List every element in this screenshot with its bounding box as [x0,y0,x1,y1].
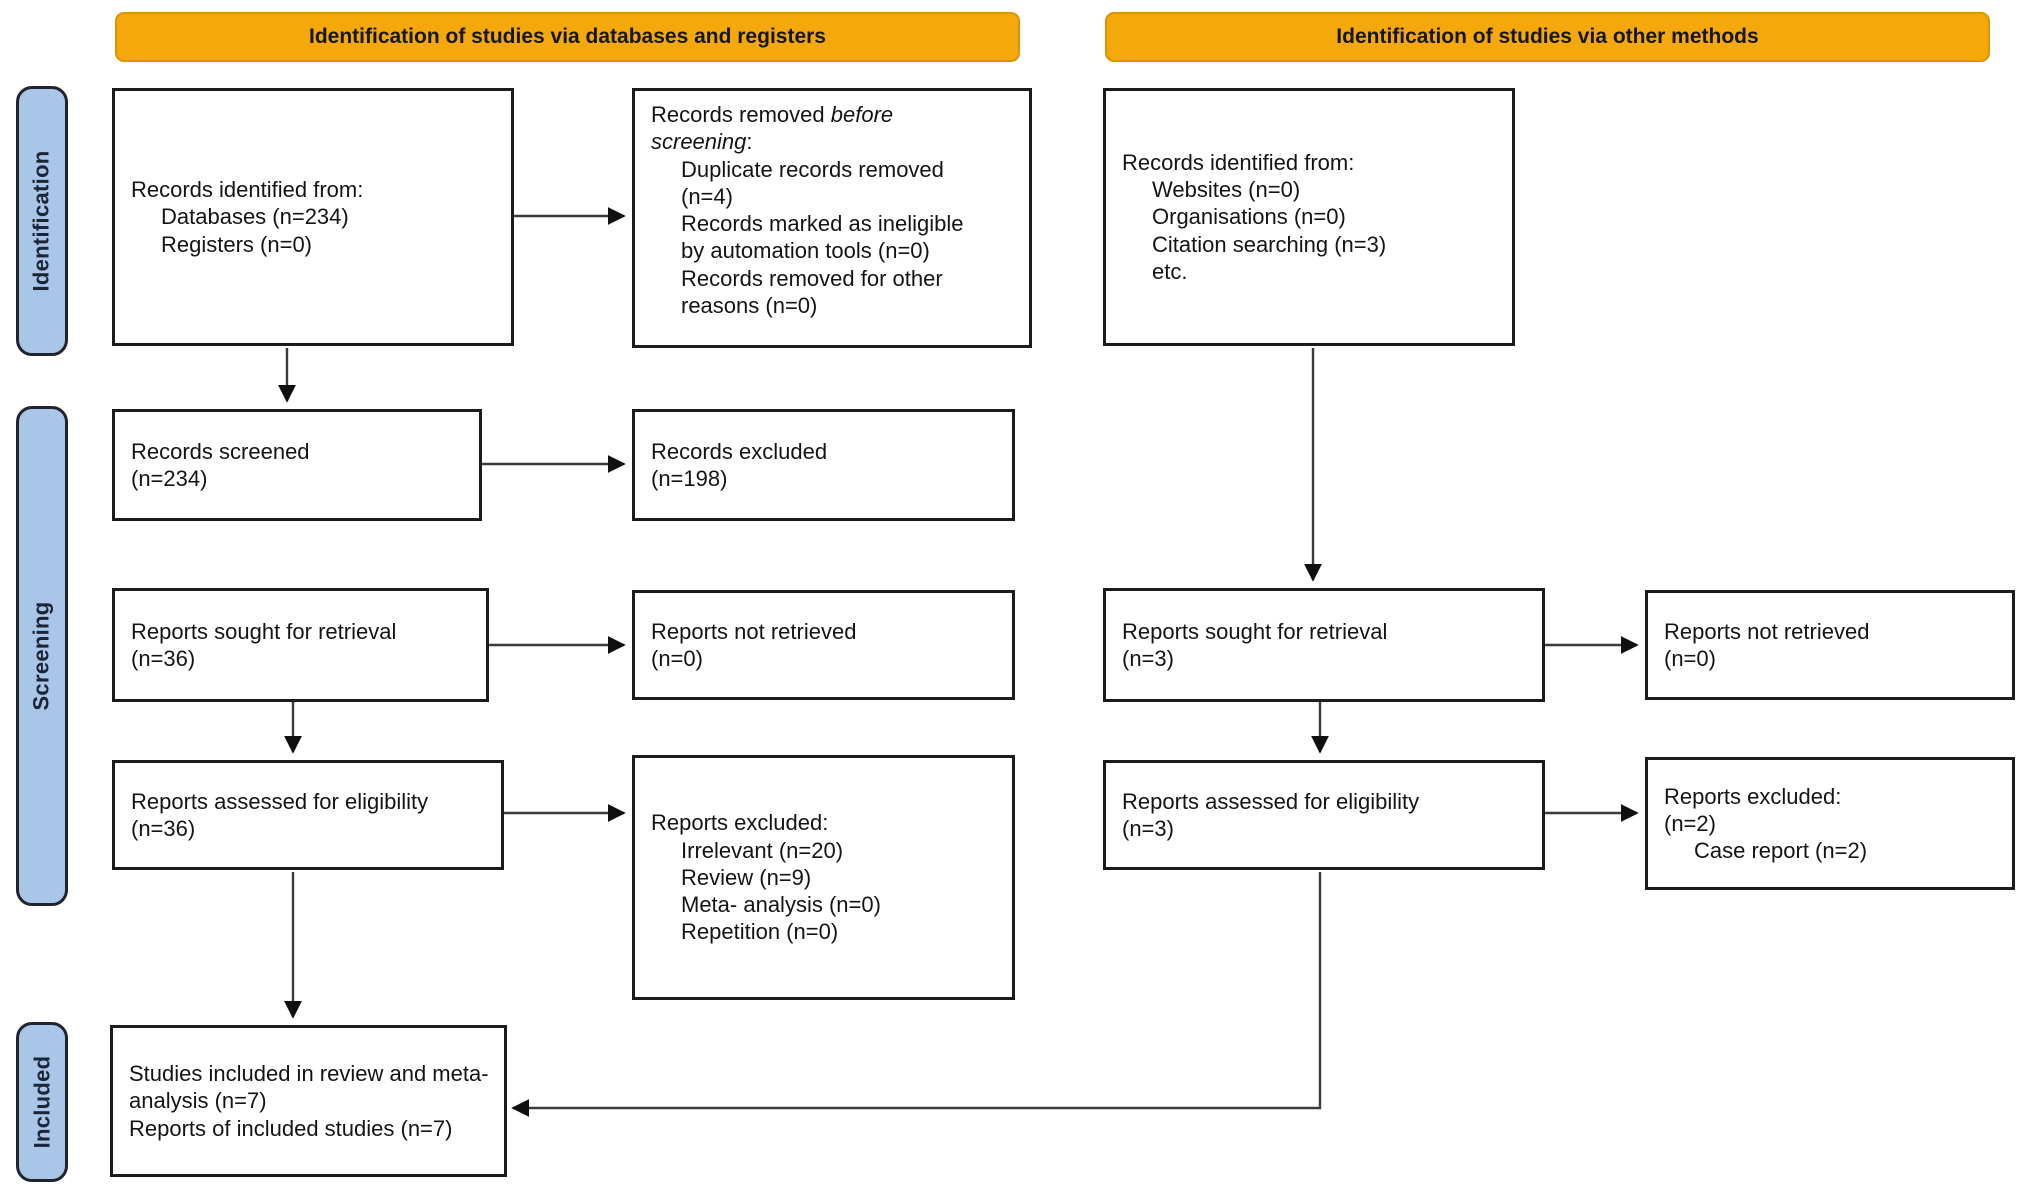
stage-included: Included [16,1022,68,1182]
box-line: Repetition (n=0) [681,919,839,945]
box-line: Reports not retrieved [1664,618,1870,644]
box-line: (n=36) [131,816,196,841]
box-records-screened: Records screened (n=234) [112,409,482,521]
box-line: Databases (n=234) [161,204,349,230]
box-line: (n=0) [651,646,703,671]
box-records-removed: Records removed before screening: Duplic… [632,88,1032,348]
box-line: Records identified from: [1122,149,1355,175]
box-reports-not-retrieved-other: Reports not retrieved (n=0) [1645,590,2015,700]
box-line: Irrelevant (n=20) [681,837,844,863]
records-removed-suffix: : [746,129,753,155]
box-reports-sought-retrieval-other: Reports sought for retrieval (n=3) [1103,588,1545,702]
box-records-identified-databases: Records identified from: Databases (n=23… [112,88,514,346]
box-records-identified-other: Records identified from: Websites (n=0) … [1103,88,1515,346]
box-line: Case report (n=2) [1694,838,1868,864]
box-line: Reports of included studies (n=7) [129,1115,453,1141]
box-line: Meta- analysis (n=0) [681,892,881,918]
box-line: Duplicate records removed (n=4) [681,156,944,209]
box-line: (n=3) [1122,816,1174,841]
box-line: Websites (n=0) [1152,177,1301,203]
box-reports-assessed: Reports assessed for eligibility (n=36) [112,760,504,870]
stage-included-label: Included [29,1055,55,1149]
box-line: Studies included in review and meta-anal… [129,1061,489,1114]
box-reports-not-retrieved: Reports not retrieved (n=0) [632,590,1015,700]
box-line: (n=0) [1664,646,1716,671]
box-reports-excluded-other: Reports excluded: (n=2) Case report (n=2… [1645,757,2015,890]
box-line: Records marked as ineligible by automati… [681,211,964,264]
box-line: (n=198) [651,466,728,491]
box-line: Records removed before screening: [651,101,989,156]
box-line: Reports sought for retrieval [131,618,397,644]
box-line: Records screened [131,438,310,464]
stage-screening: Screening [16,406,68,906]
stage-identification-label: Identification [29,150,54,292]
box-line: Reports assessed for eligibility [131,788,429,814]
box-line: Organisations (n=0) [1152,204,1346,230]
box-line: Citation searching (n=3) [1152,231,1387,257]
box-line: Reports not retrieved [651,618,857,644]
box-line: (n=2) [1664,810,1716,836]
box-line: Review (n=9) [681,864,812,890]
box-line: Records excluded [651,438,828,464]
box-line: (n=234) [131,466,208,491]
box-line: Reports assessed for eligibility [1122,788,1420,814]
records-removed-italic: before screening [651,102,894,155]
box-line: Reports excluded: [651,810,829,836]
box-line: Reports sought for retrieval [1122,618,1388,644]
records-removed-prefix: Records removed [651,102,831,127]
box-records-excluded: Records excluded (n=198) [632,409,1015,521]
stage-identification: Identification [16,86,68,356]
box-line: Reports excluded: [1664,783,1842,809]
box-line: etc. [1152,258,1188,284]
box-line: Records identified from: [131,177,364,203]
box-line: (n=3) [1122,646,1174,671]
box-line: Records removed for other reasons (n=0) [681,265,943,318]
box-line: Registers (n=0) [161,231,313,257]
box-reports-assessed-other: Reports assessed for eligibility (n=3) [1103,760,1545,870]
banner-other-methods: Identification of studies via other meth… [1105,12,1990,62]
box-line: (n=36) [131,646,196,671]
box-studies-included: Studies included in review and meta-anal… [110,1025,507,1177]
banner-databases-registers: Identification of studies via databases … [115,12,1020,62]
box-reports-sought-retrieval: Reports sought for retrieval (n=36) [112,588,489,702]
box-reports-excluded: Reports excluded: Irrelevant (n=20) Revi… [632,755,1015,1000]
stage-screening-label: Screening [29,601,55,711]
